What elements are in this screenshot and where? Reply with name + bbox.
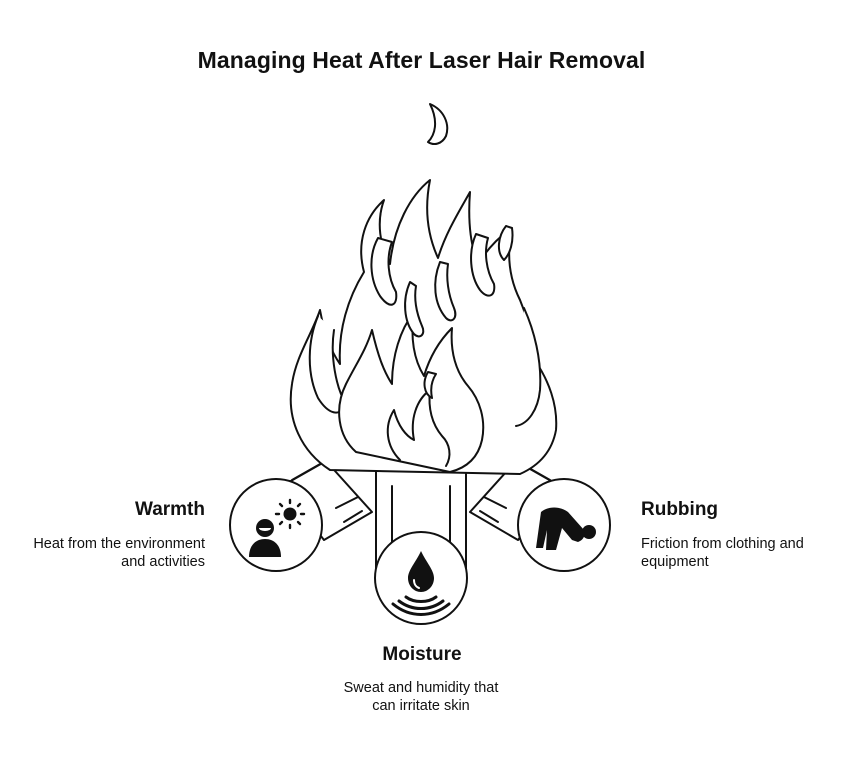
- rubbing-title: Rubbing: [641, 499, 719, 520]
- flame-tip-right: [498, 225, 514, 261]
- person-sun-icon: [249, 498, 306, 557]
- moisture-description-line: can irritate skin: [372, 698, 470, 714]
- left-flame-tongue: [308, 315, 347, 414]
- rubbing-description-line: equipment: [641, 554, 709, 570]
- moisture-title: Moisture: [382, 644, 462, 665]
- warmth-circle: [229, 478, 323, 572]
- inner-flame-1: [338, 311, 485, 473]
- flame-detail-1: [370, 237, 398, 306]
- rubbing-description: Friction from clothing and equipment: [641, 535, 831, 571]
- right-flame-tongue: [515, 307, 542, 427]
- moisture-description-line: Sweat and humidity that: [343, 680, 499, 696]
- flame-group: [289, 103, 558, 475]
- warmth-description: Heat from the environment and activities: [0, 535, 205, 571]
- bending-person-icon: [536, 507, 596, 550]
- moisture-description: Sweat and humidity that can irritate ski…: [321, 679, 521, 715]
- flame-detail-3: [434, 261, 457, 322]
- warmth-description-line: and activities: [121, 554, 205, 570]
- warmth-title: Warmth: [134, 499, 205, 520]
- rubbing-description-line: Friction from clothing and: [641, 536, 804, 552]
- floating-ember: [427, 103, 449, 145]
- page-title: Managing Heat After Laser Hair Removal: [197, 47, 646, 73]
- spark-small: [423, 371, 437, 399]
- warmth-description-line: Heat from the environment: [33, 536, 205, 552]
- inner-flame-2: [386, 389, 451, 467]
- flame-detail-2: [470, 233, 496, 297]
- water-drop-icon: [391, 551, 451, 616]
- flame-detail-4: [404, 281, 425, 338]
